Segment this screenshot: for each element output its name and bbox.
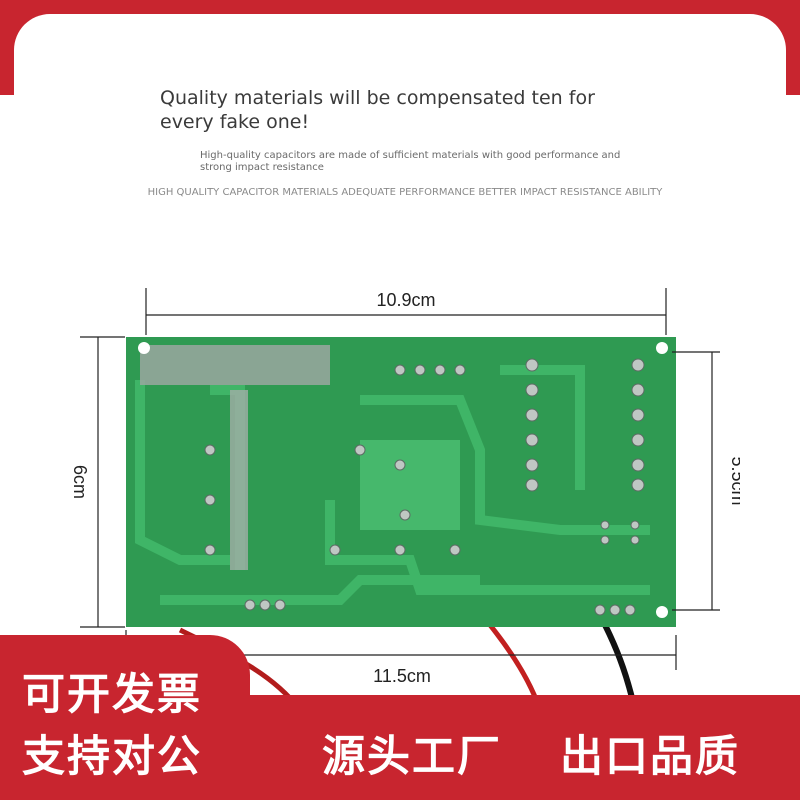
height-right-label: 5.5cm bbox=[728, 456, 740, 505]
headline: Quality materials will be compensated te… bbox=[160, 87, 595, 133]
subline: High-quality capacitors are made of suff… bbox=[200, 150, 621, 173]
corporate-text: 支持对公 bbox=[22, 732, 202, 782]
factory-text: 源头工厂 bbox=[322, 732, 502, 782]
terminal-pads bbox=[204, 358, 645, 616]
export-quality-text: 出口品质 bbox=[560, 732, 740, 782]
width-top-label: 10.9cm bbox=[376, 290, 435, 310]
height-left-label: 6cm bbox=[70, 465, 90, 499]
pcb-photo: 10.9cm 11.5cm 6cm 5.5cm bbox=[70, 288, 740, 710]
width-bottom-label: 11.5cm bbox=[373, 666, 431, 686]
solder-strip bbox=[140, 345, 330, 385]
tagline: HIGH QUALITY CAPACITOR MATERIALS ADEQUAT… bbox=[147, 187, 663, 198]
store-name: 皓卫旗舰店 bbox=[285, 21, 515, 72]
mounting-holes bbox=[138, 342, 668, 618]
solder-strip bbox=[230, 390, 248, 570]
footer-left-tab bbox=[0, 635, 250, 800]
content-card bbox=[14, 14, 786, 174]
invoice-text: 可开发票 bbox=[22, 670, 202, 720]
